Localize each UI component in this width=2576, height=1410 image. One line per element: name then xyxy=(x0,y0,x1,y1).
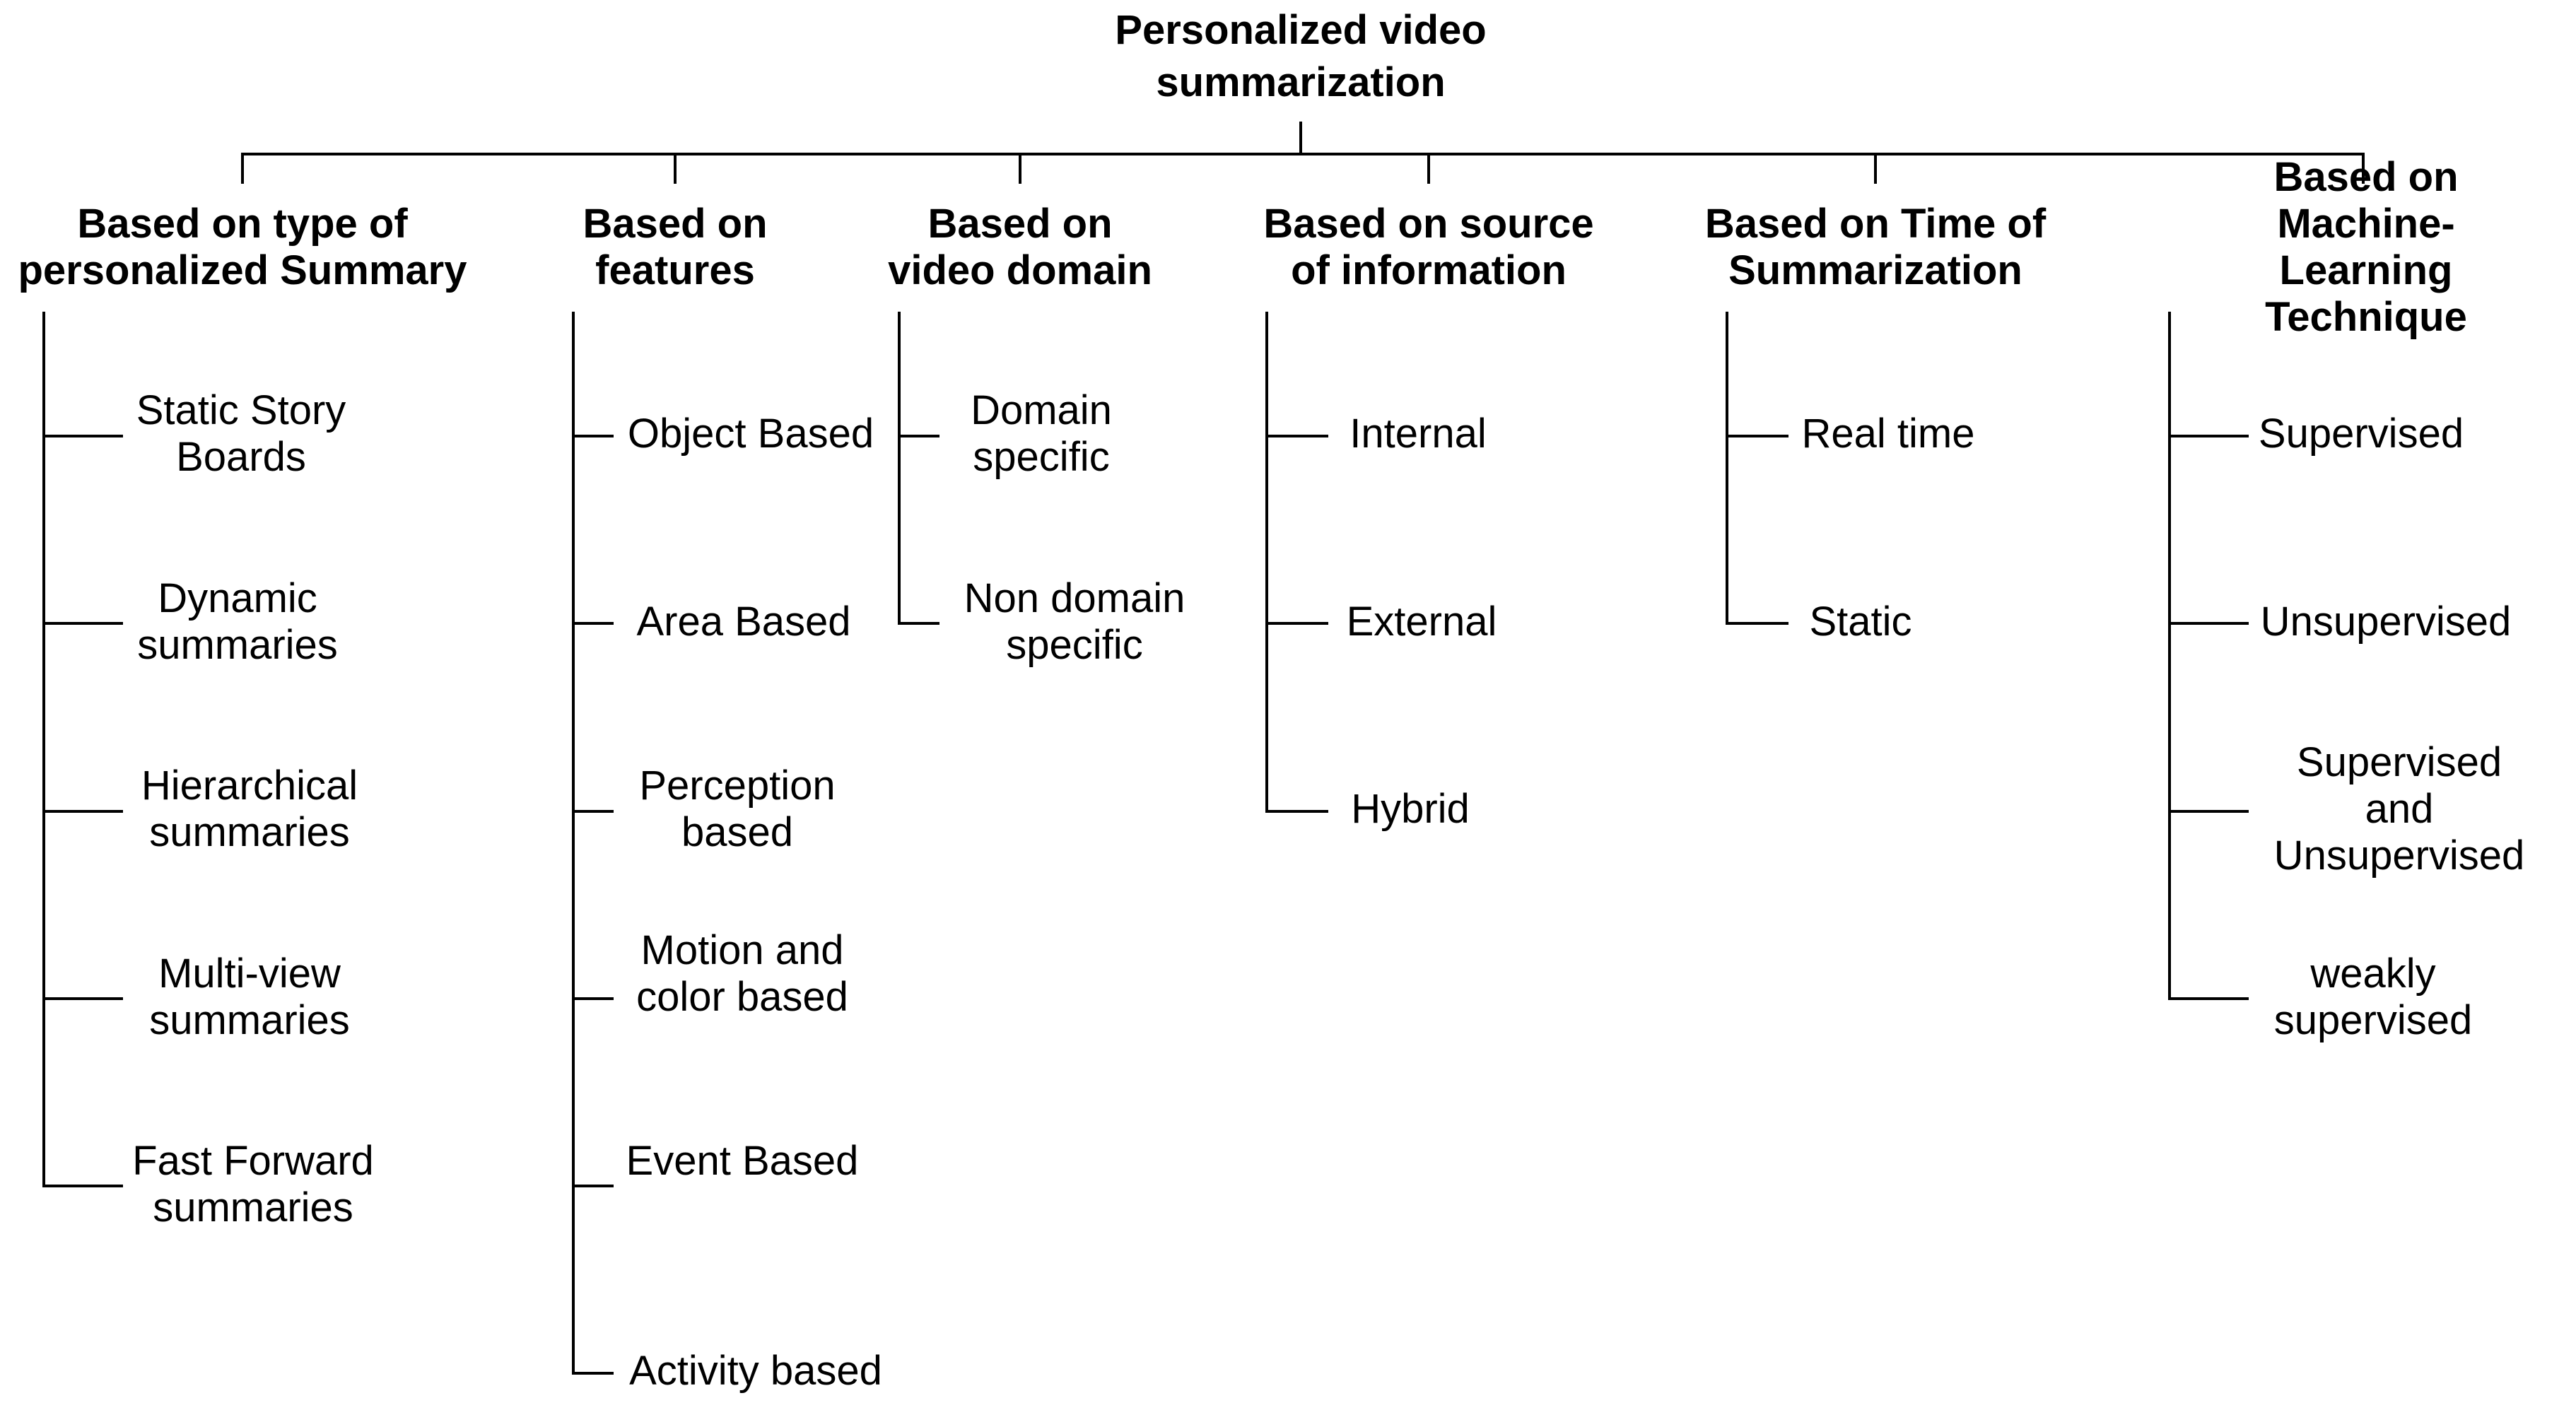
leaf-domain-specific: Domain specific xyxy=(971,387,1112,480)
root-title: Personalized video summarization xyxy=(1115,7,1487,105)
category-title-time-of-summarization: Based on Time of Summarization xyxy=(1704,201,2047,293)
leaf-hybrid: Hybrid xyxy=(1351,786,1470,832)
leaf-hierarchical-summaries: Hierarchical summaries xyxy=(141,763,358,855)
leaf-activity-based: Activity based xyxy=(629,1348,882,1394)
category-title-video-domain: Based on video domain xyxy=(888,201,1152,293)
leaf-internal: Internal xyxy=(1350,411,1487,457)
leaf-static: Static xyxy=(1809,599,1912,645)
category-title-summary-type: Based on type of personalized Summary xyxy=(18,201,467,293)
leaf-non-domain-specific: Non domain specific xyxy=(964,575,1185,668)
leaf-external: External xyxy=(1346,599,1497,645)
leaf-multi-view-summaries: Multi-view summaries xyxy=(149,951,350,1043)
leaf-motion-and-color-based: Motion and color based xyxy=(636,927,848,1020)
leaf-event-based: Event Based xyxy=(626,1138,859,1184)
category-title-features: Based on features xyxy=(582,201,768,293)
leaf-perception-based: Perception based xyxy=(639,763,836,855)
leaf-weakly-supervised: weakly supervised xyxy=(2273,951,2473,1043)
leaf-object-based: Object Based xyxy=(627,411,874,457)
leaf-static-story-boards: Static Story Boards xyxy=(136,387,346,480)
leaf-fast-forward-summaries: Fast Forward summaries xyxy=(132,1138,374,1230)
leaf-unsupervised: Unsupervised xyxy=(2260,599,2512,645)
leaf-supervised: Supervised xyxy=(2258,411,2464,457)
leaf-dynamic-summaries: Dynamic summaries xyxy=(137,575,338,668)
leaf-area-based: Area Based xyxy=(636,599,851,645)
category-title-source-of-information: Based on source of information xyxy=(1263,201,1594,293)
leaf-real-time: Real time xyxy=(1801,411,1975,457)
leaf-supervised-and-unsupervised: Supervised and Unsupervised xyxy=(2273,739,2525,879)
category-title-machine-learning: Based on Machine- Learning Technique xyxy=(2265,154,2467,340)
